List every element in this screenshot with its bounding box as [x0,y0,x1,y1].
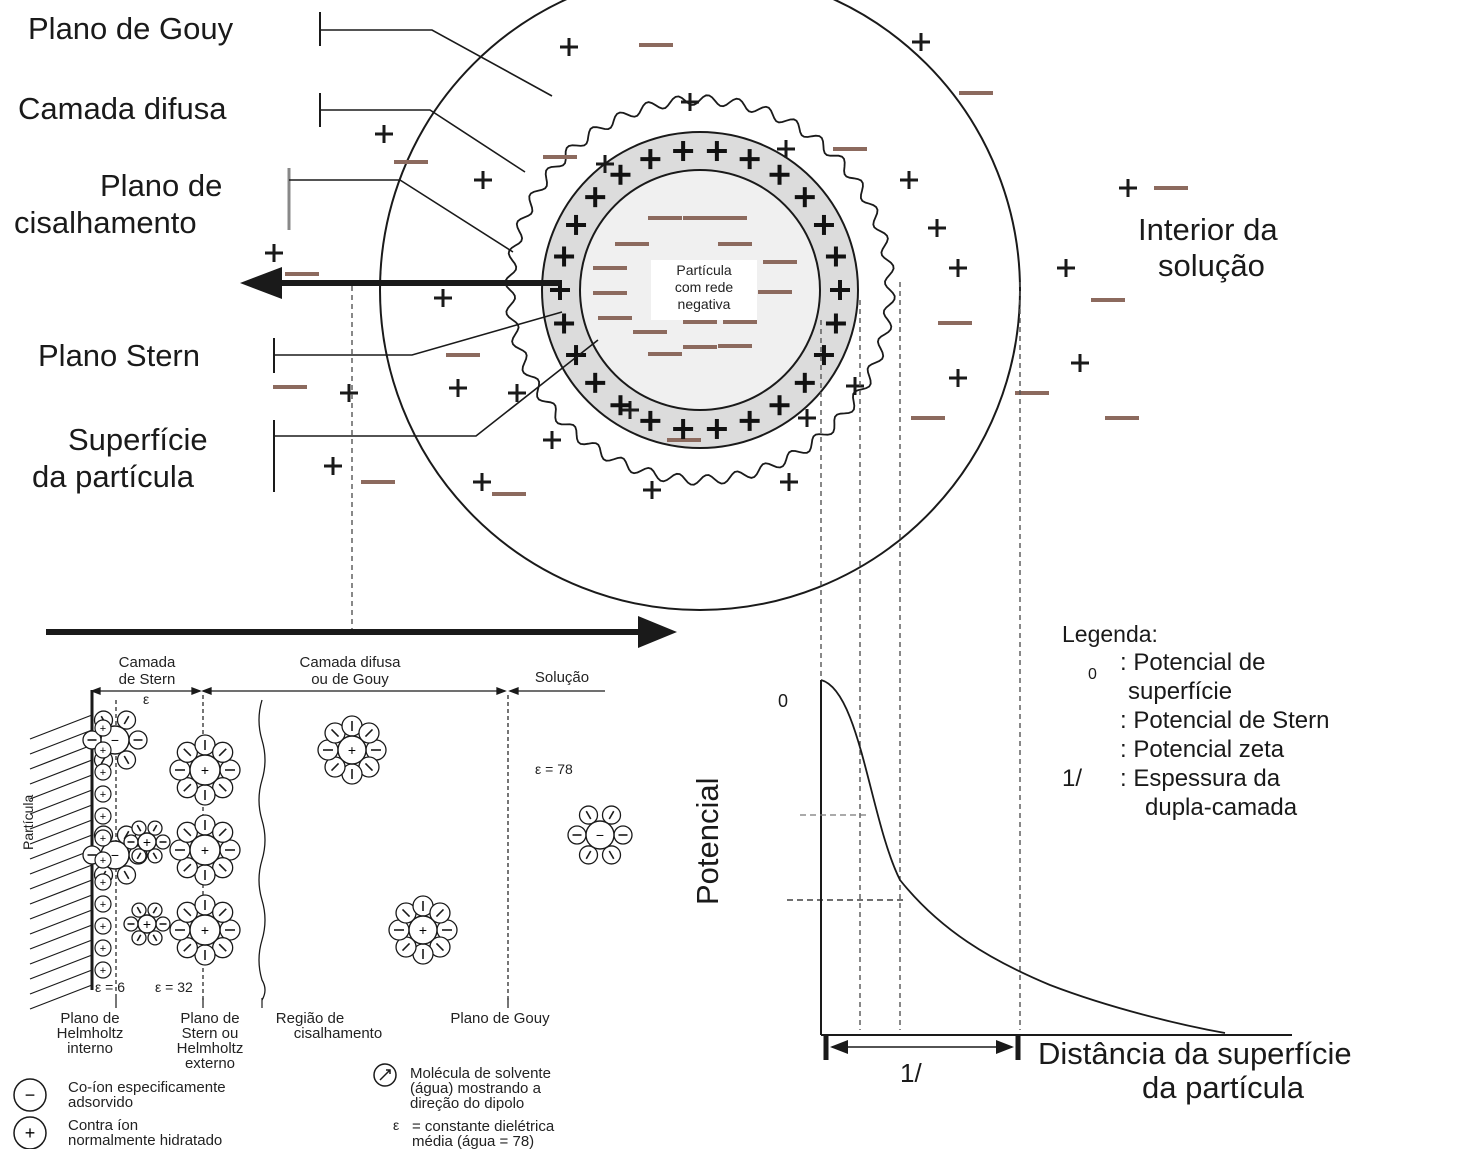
legend-1-symbol: 0 [1088,666,1097,683]
eps-small: ε [143,691,149,707]
leader-shear [289,180,513,252]
particle-hatch [30,715,92,1009]
hatch-line [30,910,92,934]
surface-counter-sign: + [100,899,106,911]
hatch-line [30,715,92,739]
gouy-label: Plano de Gouy [450,1010,550,1027]
detail-diffuse-1: Camada difusa [300,654,402,671]
ion-sign: − [111,732,119,748]
label-bulk-solution-1: Interior da [1138,212,1278,247]
hatch-line [30,775,92,799]
surface-counter-sign: + [100,745,106,757]
shear-region-label-2: cisalhamento [294,1025,382,1042]
particle-label-line2: com rede [675,279,734,295]
radial-arrow-head [240,267,282,299]
debye-label: 1/ [900,1058,922,1088]
hatch-line [30,790,92,814]
surface-counter-sign: + [100,921,106,933]
hatch-line [30,970,92,994]
ion-sign: − [111,847,119,863]
span-arrows [92,688,605,694]
ion-sign: − [596,827,604,843]
hatch-line [30,880,92,904]
legend-1a: : Potencial de [1120,649,1265,676]
leader-gouy [320,30,552,96]
eps-6: ε = 6 [95,979,125,995]
ion-sign: + [348,742,356,758]
legend-title: Legenda: [1062,621,1158,647]
key-coion-2: adsorvido [68,1094,133,1111]
legend-4a: : Espessura da [1120,765,1281,792]
double-layer-detail: Camada de Stern Camada difusa ou de Gouy… [14,654,632,1149]
surface-counter-sign: + [100,789,106,801]
legend-4-symbol: 1/ [1062,765,1082,792]
label-particle-surface-1: Superfície [68,422,208,457]
legend-4b: dupla-camada [1145,794,1298,821]
hatch-line [30,865,92,889]
key-counter-sign: + [25,1123,36,1143]
key-eps-symbol: ε [393,1117,399,1133]
label-shear-plane-2: cisalhamento [14,205,197,240]
particle-label-line3: negativa [678,296,731,312]
hydrated-ions: −−+++++++−++++++++++++ [83,711,632,978]
ion-sign: + [201,762,209,778]
ion-sign: + [143,834,151,850]
label-bulk-solution-2: solução [1158,248,1265,283]
detail-particle-label: Partícula [20,795,36,850]
horizontal-arrow-head [638,616,677,648]
ihp-label-3: interno [67,1040,113,1057]
debye-arrow-left [830,1040,848,1054]
y-axis-title: Potencial [690,777,725,905]
eps-78: ε = 78 [535,761,573,777]
hatch-line [30,805,92,829]
label-stern-plane: Plano Stern [38,338,200,373]
legend-3: : Potencial zeta [1120,736,1285,763]
key-counter-2: normalmente hidratado [68,1132,222,1149]
surface-counter-sign: + [100,811,106,823]
particle-label-line1: Partícula [676,262,731,278]
hatch-line [30,895,92,919]
hatch-line [30,940,92,964]
label-diffuse-layer: Camada difusa [18,91,227,126]
key-solvent-3: direção do dipolo [410,1095,524,1112]
x-axis-title-1: Distância da superfície [1038,1036,1352,1071]
shear-region-wavy-line [259,700,265,1000]
ion-sign: + [201,842,209,858]
key-eps-2: média (água = 78) [412,1133,534,1149]
hatch-line [30,955,92,979]
surface-counter-sign: + [100,965,106,977]
legend: Legenda: 0 : Potencial de superfície : P… [1062,621,1329,821]
surface-counter-sign: + [100,723,106,735]
legend-1b: superfície [1128,678,1232,705]
psi0-label: 0 [778,691,788,711]
surface-counter-sign: + [100,877,106,889]
ion-sign: + [143,916,151,932]
surface-counter-sign: + [100,767,106,779]
x-axis-title-2: da partícula [1142,1070,1305,1105]
ion-sign: + [201,922,209,938]
plane-pointer-ticks [116,998,508,1008]
surface-counter-sign: + [100,855,106,867]
detail-stern-layer-1: Camada [119,654,176,671]
label-gouy-plane: Plano de Gouy [28,11,234,46]
label-shear-plane-1: Plano de [100,168,222,203]
ion-sign: + [419,922,427,938]
ohp-label-4: externo [185,1055,235,1072]
surface-counter-sign: + [100,943,106,955]
hatch-line [30,760,92,784]
detail-diffuse-2: ou de Gouy [311,671,389,688]
detail-stern-layer-2: de Stern [119,671,176,688]
hatch-line [30,925,92,949]
hatch-line [30,745,92,769]
surface-counter-sign: + [100,833,106,845]
eps-32: ε = 32 [155,979,193,995]
hatch-line [30,820,92,844]
debye-arrow-right [996,1040,1014,1054]
label-particle-surface-2: da partícula [32,459,195,494]
legend-2: : Potencial de Stern [1120,707,1329,734]
hatch-line [30,985,92,1009]
key-coion-sign: − [25,1085,36,1105]
detail-solution: Solução [535,669,589,686]
